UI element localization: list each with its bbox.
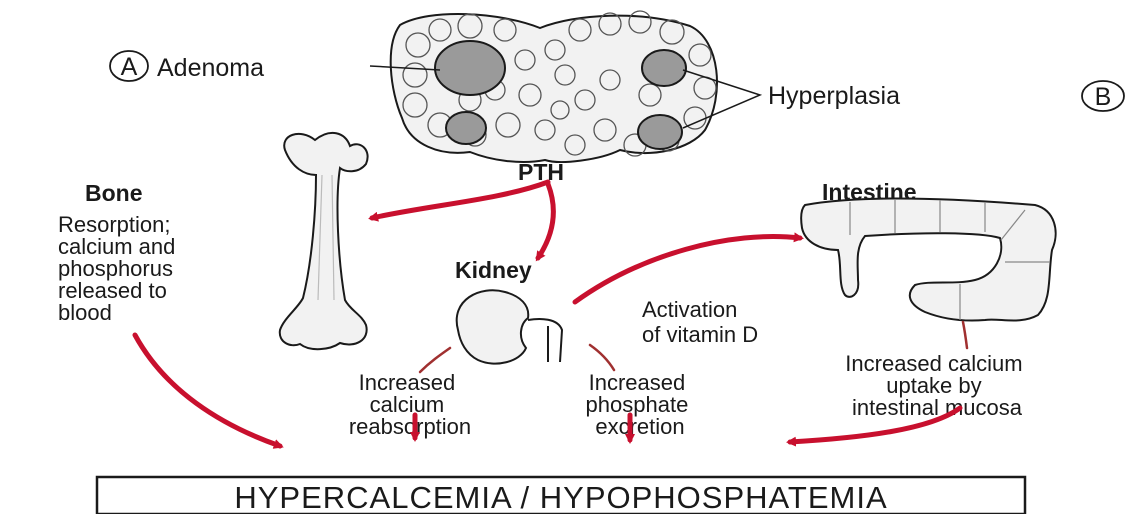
uptake-label: Increased calcium uptake by intestinal m… [845, 351, 1028, 420]
bone-label: Bone [85, 180, 143, 206]
parathyroid-gland [391, 11, 717, 162]
hyperplasia-lesion [642, 50, 686, 86]
marker-b: B [1082, 81, 1124, 111]
pth-to-bone-arrow [372, 182, 548, 218]
kidney-to-excretion-arrow [590, 345, 614, 370]
kidney [457, 290, 562, 363]
femur-bone [280, 133, 368, 349]
pth-to-kidney-arrow [538, 184, 553, 258]
hyperplasia-lesion [446, 112, 486, 144]
kidney-label: Kidney [455, 257, 532, 283]
marker-b-label: B [1095, 83, 1112, 111]
adenoma-lesion [435, 41, 505, 95]
hyperplasia-lesion [638, 115, 682, 149]
result-label: HYPERCALCEMIA / HYPOPHOSPHATEMIA [234, 480, 887, 514]
intestine [801, 199, 1055, 321]
marker-a: A [110, 51, 148, 81]
marker-a-label: A [121, 53, 138, 81]
reabsorption-label: Increased calcium reabsorption [349, 370, 471, 439]
adenoma-label: Adenoma [157, 54, 264, 82]
kidney-to-intestine-arrow [575, 237, 800, 302]
bone-to-result-arrow [135, 335, 280, 446]
bone-description: Resorption; calcium and phosphorus relea… [58, 212, 182, 325]
excretion-label: Increased phosphate excretion [586, 370, 695, 439]
intestine-to-uptake-arrow [963, 322, 967, 348]
activation-label: Activation of vitamin D [642, 297, 758, 347]
hyperplasia-label: Hyperplasia [768, 82, 900, 110]
pth-label: PTH [518, 159, 564, 185]
kidney-to-reabsorption-arrow [420, 348, 450, 372]
result-box: HYPERCALCEMIA / HYPOPHOSPHATEMIA [97, 477, 1025, 514]
